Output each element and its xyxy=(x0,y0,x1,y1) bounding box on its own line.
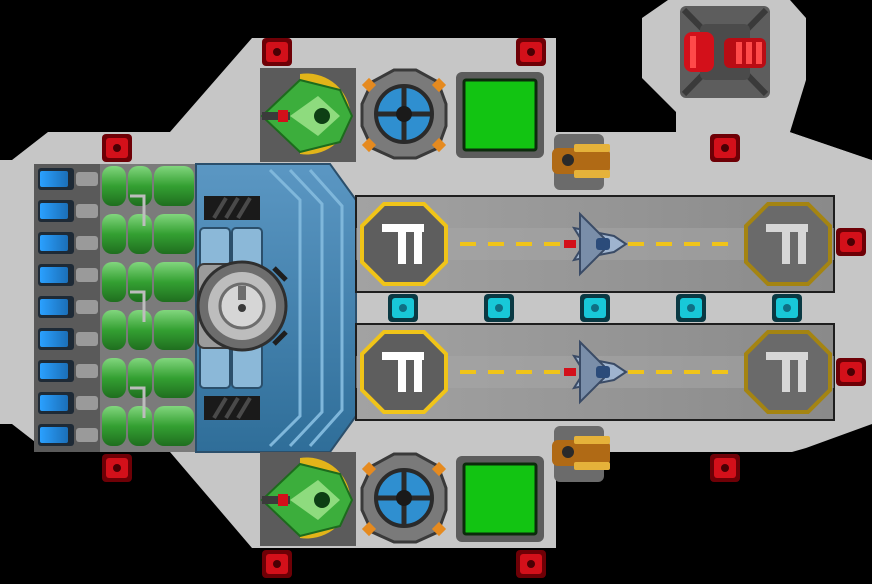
screen-panel xyxy=(452,452,548,546)
top-weapon-pod[interactable] xyxy=(680,6,770,98)
alarm-beacon xyxy=(102,134,132,162)
gold-turret xyxy=(552,426,610,482)
landing-pad-marker xyxy=(360,202,448,286)
cyan-beacon xyxy=(580,294,610,322)
fighter-ship xyxy=(564,211,628,277)
gold-turret xyxy=(552,134,610,190)
cell-bank[interactable] xyxy=(34,164,100,452)
hangar-bay-top[interactable] xyxy=(355,195,835,293)
alarm-beacon xyxy=(710,134,740,162)
alarm-beacons xyxy=(102,38,866,578)
top-pod[interactable] xyxy=(260,68,548,162)
turret xyxy=(260,78,354,154)
fighter-ship xyxy=(564,339,628,405)
alarm-beacon xyxy=(262,550,292,578)
alarm-beacon xyxy=(836,228,866,256)
cyan-beacon xyxy=(772,294,802,322)
gold-turrets[interactable] xyxy=(552,134,610,482)
hangar-bay-bottom[interactable] xyxy=(355,323,835,421)
alarm-beacon xyxy=(516,550,546,578)
cyan-beacons xyxy=(388,294,802,322)
fan-module xyxy=(360,452,448,544)
alarm-beacon xyxy=(516,38,546,66)
cell-rows xyxy=(38,168,98,446)
bottom-pod[interactable] xyxy=(260,452,548,546)
alarm-beacon xyxy=(262,38,292,66)
alarm-beacon xyxy=(836,358,866,386)
alarm-beacon xyxy=(102,454,132,482)
cyan-beacon xyxy=(388,294,418,322)
landing-pad-marker xyxy=(360,330,448,414)
turret xyxy=(260,462,354,538)
reactor-core[interactable] xyxy=(195,163,357,453)
tank-columns[interactable] xyxy=(100,164,196,452)
screen-panel xyxy=(452,68,548,162)
landing-pad-marker xyxy=(744,330,832,414)
cyan-beacon xyxy=(484,294,514,322)
fan-module xyxy=(360,68,448,160)
landing-pad-marker xyxy=(744,202,832,286)
cyan-beacon xyxy=(676,294,706,322)
alarm-beacon xyxy=(710,454,740,482)
